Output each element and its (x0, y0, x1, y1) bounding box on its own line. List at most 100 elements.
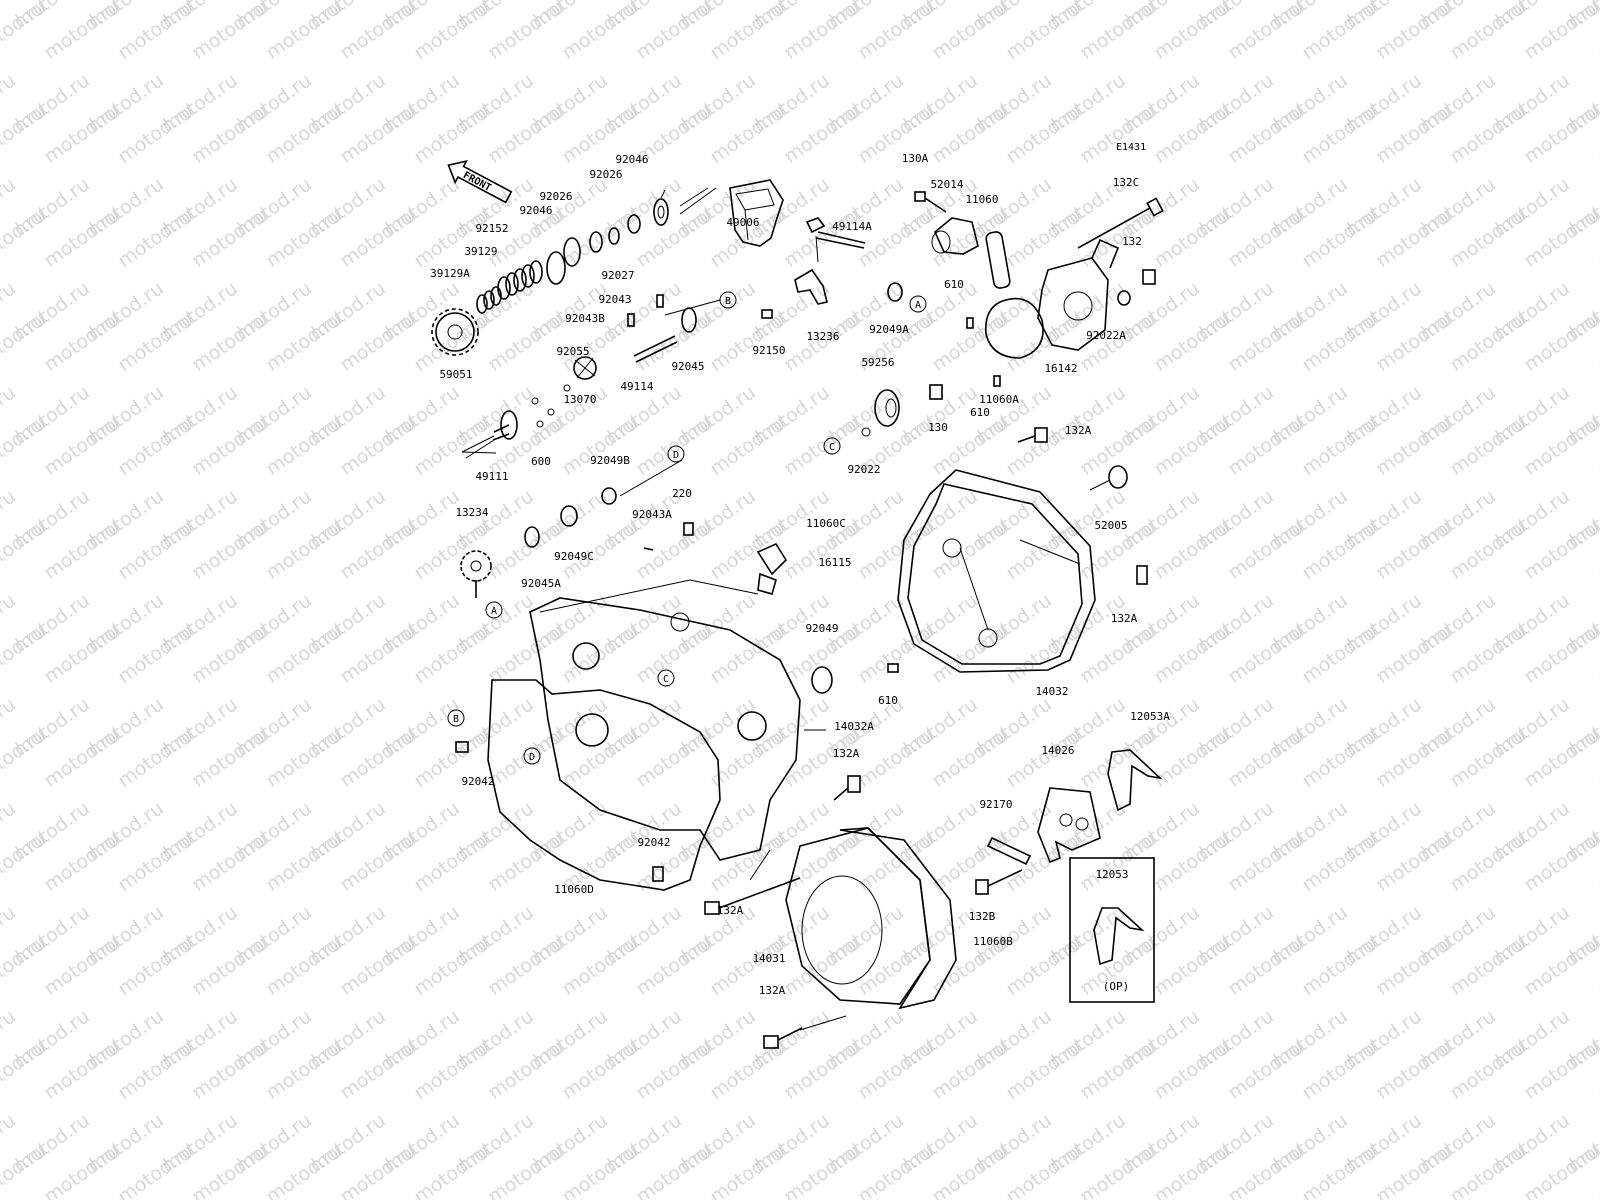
gear-59051 (431, 308, 479, 356)
clutch-cover-14032 (897, 469, 1096, 673)
part-label-92046: 92046 (519, 204, 552, 217)
ref-marker-d-top: D (667, 445, 685, 463)
part-label-92043b: 92043B (565, 312, 605, 325)
option-box (1069, 857, 1155, 1003)
ref-marker-c-top: C (823, 437, 841, 455)
part-label-14031: 14031 (752, 952, 785, 965)
bearing-92046b (563, 237, 581, 267)
watermark-text: motod.ru (0, 620, 50, 688)
part-label-59051: 59051 (439, 368, 472, 381)
bearing-92046 (653, 198, 669, 226)
guide-12053a (1107, 749, 1163, 812)
part-label-92042: 92042 (637, 836, 670, 849)
svg-text:C: C (829, 442, 835, 453)
part-label-132a: 132A (1065, 424, 1092, 437)
part-label-11060c: 11060C (806, 517, 846, 530)
svg-text:C: C (663, 674, 669, 685)
gasket-11060d (487, 679, 721, 891)
plug-16115 (756, 542, 788, 595)
part-label-14026: 14026 (1041, 744, 1074, 757)
bolt-132 (1142, 269, 1156, 285)
part-label-16142: 16142 (1044, 362, 1077, 375)
part-label-39129a: 39129A (430, 267, 470, 280)
shaft-49114 (633, 335, 676, 357)
rotor-59256 (874, 389, 900, 427)
part-label-92043a: 92043A (632, 508, 672, 521)
part-label-92049: 92049 (805, 622, 838, 635)
shaft-49111 (461, 410, 518, 459)
bolt-132a-mid (847, 775, 861, 793)
watermark-text: motod.ru (0, 204, 50, 272)
gasket-11060c (907, 483, 1083, 665)
reference-markers: B A C D A B C D (447, 291, 927, 765)
part-label-132: 132 (1122, 235, 1142, 248)
bolt-92150 (761, 309, 773, 319)
pin-92043a (643, 547, 654, 551)
washer-92022a (1117, 290, 1131, 306)
part-label-49114: 49114 (620, 380, 653, 393)
ref-marker-c-bottom: C (657, 669, 675, 687)
impeller-13070 (573, 356, 597, 380)
part-label-59256: 59256 (861, 356, 894, 369)
ref-marker-b-top: B (719, 291, 737, 309)
part-label-12053a: 12053A (1130, 710, 1170, 723)
dowel-610c (887, 663, 899, 673)
dowel-92042 (455, 741, 469, 753)
pump-cover-49006 (729, 179, 784, 247)
part-label-13236: 13236 (806, 330, 839, 343)
part-number-labels: 92046920269202692046921523912939129A5905… (430, 152, 1170, 997)
part-label-11060b: 11060B (973, 935, 1013, 948)
part-label-92026: 92026 (589, 168, 622, 181)
watermark-text: motod.ru (0, 100, 50, 168)
seal-92049a (887, 282, 903, 302)
part-label-92150: 92150 (752, 344, 785, 357)
part-label-92022: 92022 (847, 463, 880, 476)
part-label-16115: 16115 (818, 556, 851, 569)
part-label-600: 600 (531, 455, 551, 468)
shaft-49114a (805, 217, 866, 263)
screw-220 (683, 522, 694, 536)
seal-92049c (560, 505, 578, 527)
part-label-132a: 132A (759, 984, 786, 997)
seal-92049b (601, 487, 617, 505)
part-label-92152: 92152 (475, 222, 508, 235)
part-label-130: 130 (928, 421, 948, 434)
svg-text:A: A (491, 606, 497, 617)
dowel-610 (966, 317, 974, 329)
part-label-92027: 92027 (601, 269, 634, 282)
ref-marker-b-bottom: B (447, 709, 465, 727)
part-label-92049c: 92049C (554, 550, 594, 563)
part-label-12053: 12053 (1095, 868, 1128, 881)
part-label-92042: 92042 (461, 775, 494, 788)
part-label-13070: 13070 (563, 393, 596, 406)
guide-12053 (1093, 907, 1145, 966)
part-label-92026: 92026 (539, 190, 572, 203)
ref-marker-a-bottom: A (485, 601, 503, 619)
part-label-610: 610 (944, 278, 964, 291)
part-label-610: 610 (878, 694, 898, 707)
part-label-92046: 92046 (615, 153, 648, 166)
ref-marker-d-bottom: D (523, 747, 541, 765)
bolt-132a-right (1136, 565, 1148, 585)
cover-14032a (529, 597, 801, 861)
dowel-610b (993, 375, 1001, 387)
part-label-132a: 132A (833, 747, 860, 760)
generator-cover-group (704, 827, 957, 1049)
crankcase-cover-group (455, 597, 861, 891)
watermark-text: motod.ru (0, 516, 50, 584)
kickstart-parts (431, 198, 697, 598)
gear-13234 (460, 550, 492, 598)
ring-92055 (563, 384, 571, 392)
bolt-132c (1077, 207, 1151, 249)
part-label-130a: 130A (902, 152, 929, 165)
diagram-code: E1431 (1116, 142, 1146, 153)
svg-text:D: D (529, 752, 535, 763)
spring-39129a (476, 286, 502, 314)
washer-92152 (546, 251, 566, 285)
seal-92049 (811, 666, 833, 694)
part-label-220: 220 (672, 487, 692, 500)
watermark-text: motod.ru (0, 0, 50, 64)
svg-text:B: B (453, 714, 459, 725)
lever-13236 (794, 268, 828, 305)
